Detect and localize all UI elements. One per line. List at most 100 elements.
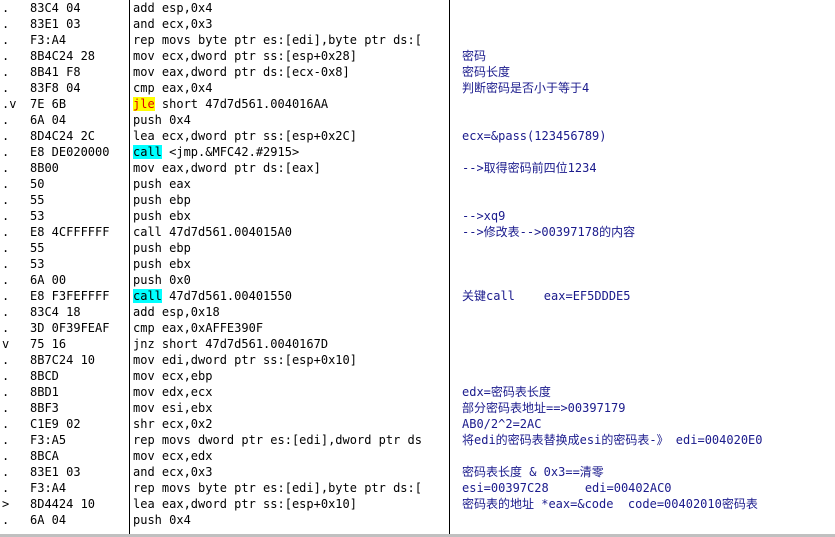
instruction: mov ecx,edx bbox=[133, 448, 449, 464]
instruction: lea ecx,dword ptr ss:[esp+0x2C] bbox=[133, 128, 449, 144]
row-marker: . bbox=[2, 369, 10, 383]
comment: AB0/2^2=2AC bbox=[462, 417, 542, 431]
highlighted-mnemonic: call bbox=[133, 145, 162, 159]
operands: mov eax,dword ptr ds:[eax] bbox=[133, 161, 321, 175]
table-row[interactable]: . 8BCD mov ecx,ebp bbox=[0, 368, 835, 384]
comment: ecx=&pass(123456789) bbox=[462, 129, 607, 143]
row-marker: . bbox=[2, 273, 10, 287]
table-row[interactable]: . C1E9 02 shr ecx,0x2 AB0/2^2=2AC bbox=[0, 416, 835, 432]
instruction: call 47d7d561.004015A0 bbox=[133, 224, 449, 240]
instruction: jle short 47d7d561.004016AA bbox=[133, 96, 449, 112]
table-row[interactable]: . F3:A4 rep movs byte ptr es:[edi],byte pt… bbox=[0, 480, 835, 496]
hex-bytes: 7E 6B bbox=[30, 97, 67, 111]
row-marker: . bbox=[2, 417, 10, 431]
instruction: call <jmp.&MFC42.#2915> bbox=[133, 144, 449, 160]
instruction: push 0x4 bbox=[133, 512, 449, 528]
table-row[interactable]: . 83E1 03 and ecx,0x3 bbox=[0, 16, 835, 32]
operands: shr ecx,0x2 bbox=[133, 417, 213, 431]
hex-bytes: 3D 0F39FEAF bbox=[30, 321, 110, 335]
row-marker: . bbox=[2, 481, 10, 495]
operands: <jmp.&MFC42.#2915> bbox=[161, 145, 300, 159]
hex-bytes: E8 4CFFFFFF bbox=[30, 225, 110, 239]
operands: cmp eax,0x4 bbox=[133, 81, 213, 95]
hex-bytes: 83E1 03 bbox=[30, 17, 81, 31]
horizontal-scrollbar[interactable] bbox=[0, 534, 835, 537]
highlighted-mnemonic: jle bbox=[133, 97, 155, 111]
row-marker: . bbox=[2, 33, 10, 47]
operands: mov edx,ecx bbox=[133, 385, 213, 399]
row-marker: . bbox=[2, 17, 10, 31]
column-divider-asm bbox=[449, 0, 450, 537]
operands: rep movs dword ptr es:[edi],dword ptr ds bbox=[133, 433, 422, 447]
operands: push ebx bbox=[133, 257, 191, 271]
instruction: mov edx,ecx bbox=[133, 384, 449, 400]
operands: push ebx bbox=[133, 209, 191, 223]
instruction: mov ecx,dword ptr ss:[esp+0x28] bbox=[133, 48, 449, 64]
instruction: push ebx bbox=[133, 208, 449, 224]
operands: and ecx,0x3 bbox=[133, 17, 213, 31]
hex-bytes: C1E9 02 bbox=[30, 417, 81, 431]
hex-bytes: 8BF3 bbox=[30, 401, 59, 415]
hex-bytes: 8B00 bbox=[30, 161, 59, 175]
hex-bytes: 8BCD bbox=[30, 369, 59, 383]
row-marker: . bbox=[2, 465, 10, 479]
instruction: shr ecx,0x2 bbox=[133, 416, 449, 432]
instruction: rep movs byte ptr es:[edi],byte ptr ds:[ bbox=[133, 32, 449, 48]
row-marker: . bbox=[2, 193, 10, 207]
row-marker: . bbox=[2, 49, 10, 63]
operands: 47d7d561.00401550 bbox=[161, 289, 292, 303]
row-marker: . bbox=[2, 305, 10, 319]
instruction: rep movs dword ptr es:[edi],dword ptr ds bbox=[133, 432, 449, 448]
instruction: push ebp bbox=[133, 192, 449, 208]
row-marker: . bbox=[2, 353, 10, 367]
hex-bytes: 6A 04 bbox=[30, 113, 67, 127]
hex-bytes: F3:A4 bbox=[30, 481, 67, 495]
operands: mov eax,dword ptr ds:[ecx-0x8] bbox=[133, 65, 350, 79]
instruction: rep movs byte ptr es:[edi],byte ptr ds:[ bbox=[133, 480, 449, 496]
row-marker: . bbox=[2, 449, 10, 463]
operands: lea eax,dword ptr ss:[esp+0x10] bbox=[133, 497, 357, 511]
operands: and ecx,0x3 bbox=[133, 465, 213, 479]
hex-bytes: 8B41 F8 bbox=[30, 65, 81, 79]
hex-bytes: F3:A5 bbox=[30, 433, 67, 447]
table-row[interactable]: . 8BCA mov ecx,edx bbox=[0, 448, 835, 464]
hex-bytes: 53 bbox=[30, 257, 45, 271]
instruction: push ebp bbox=[133, 240, 449, 256]
hex-bytes: 8BCA bbox=[30, 449, 59, 463]
operands: rep movs byte ptr es:[edi],byte ptr ds:[ bbox=[133, 481, 422, 495]
instruction: mov ecx,ebp bbox=[133, 368, 449, 384]
comment: 部分密码表地址==>00397179 bbox=[462, 401, 626, 415]
hex-bytes: E8 F3FEFFFF bbox=[30, 289, 110, 303]
comment: edx=密码表长度 bbox=[462, 385, 551, 399]
hex-bytes: 6A 00 bbox=[30, 273, 67, 287]
